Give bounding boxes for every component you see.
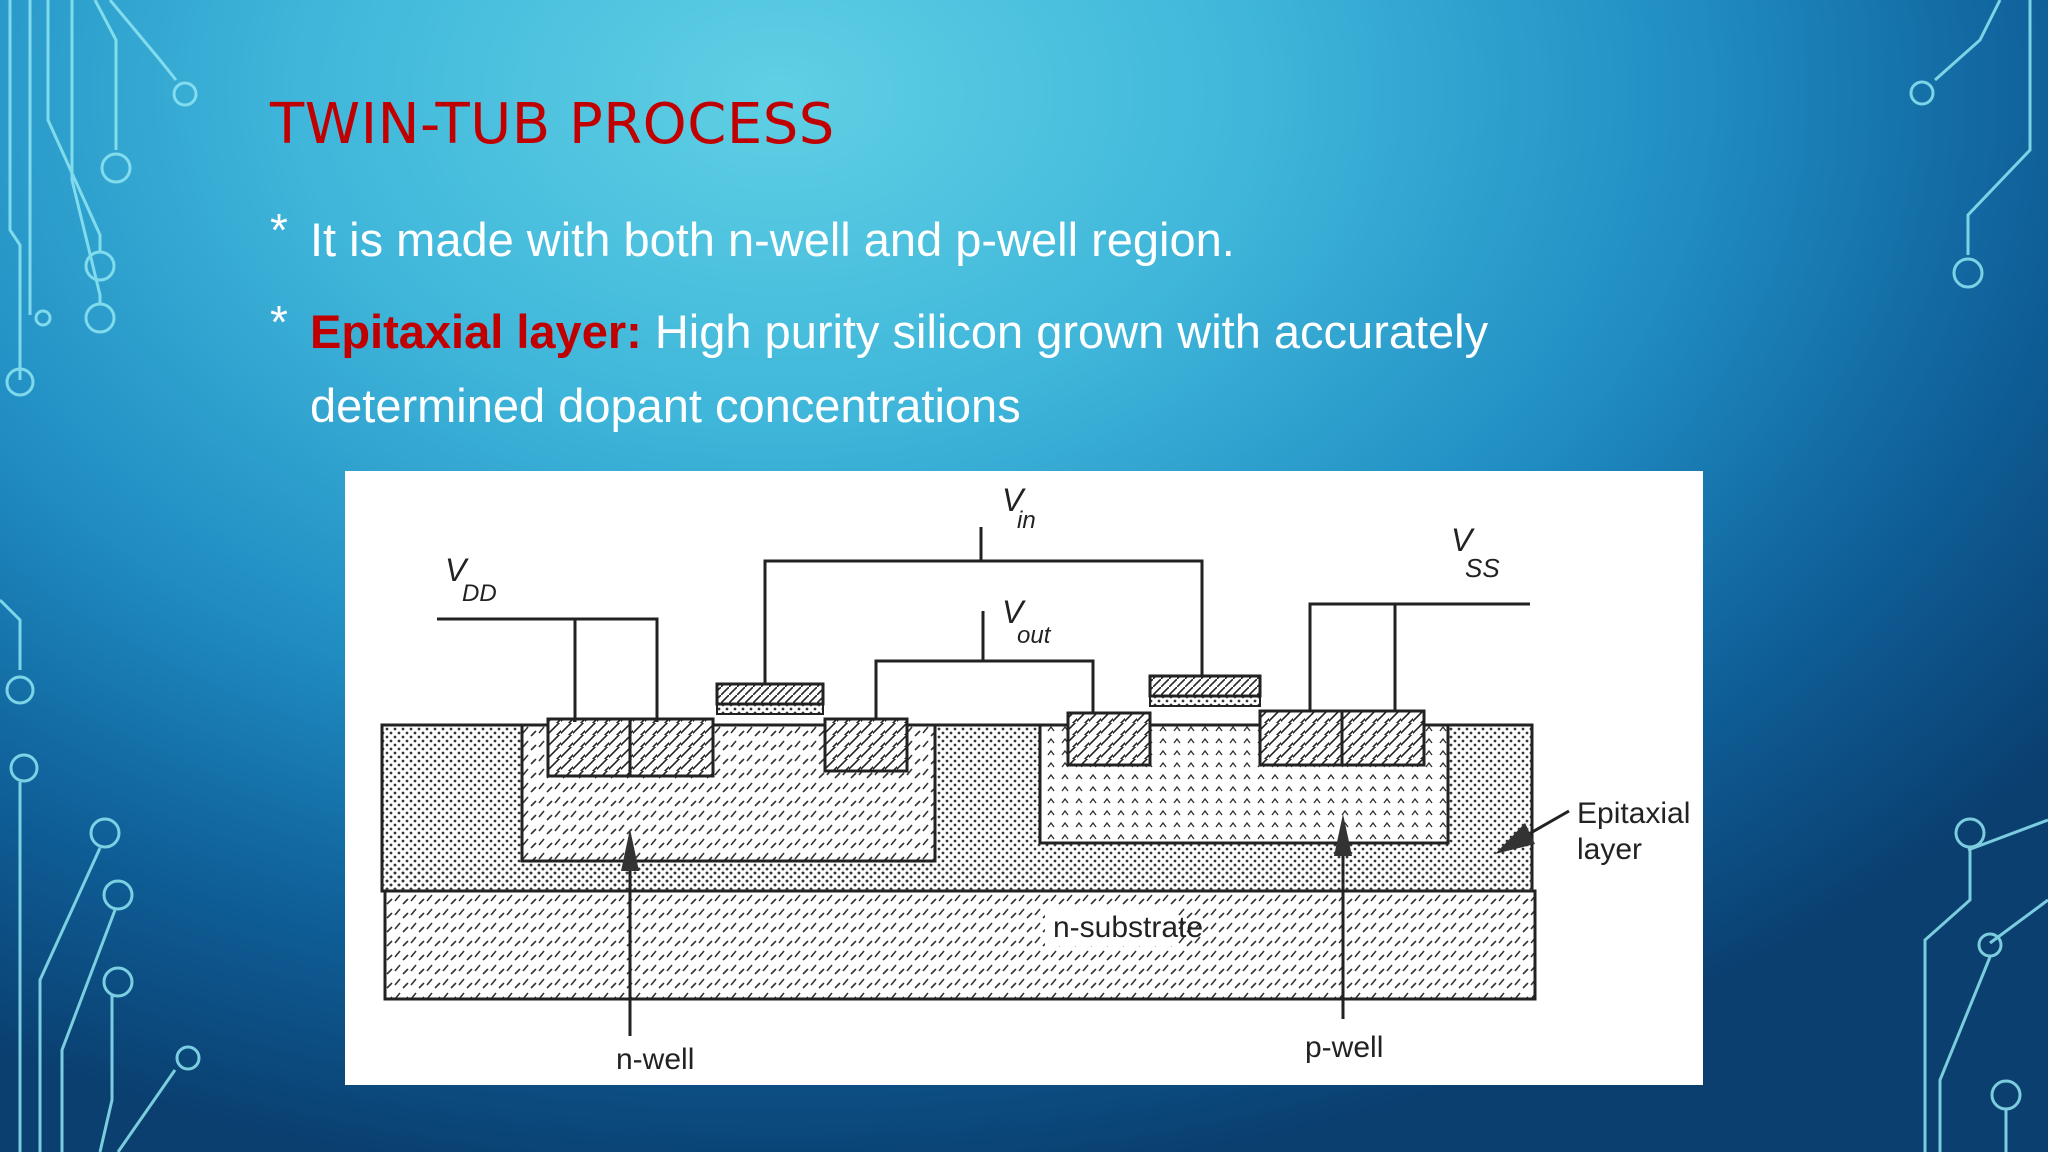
gates: [715, 674, 1262, 715]
bullet-definition: High purity silicon grown with accuratel…: [641, 305, 1489, 358]
bullet-marker: *: [270, 296, 288, 348]
bullet-marker: *: [270, 204, 288, 256]
vdd-subscript: DD: [462, 580, 497, 607]
diffusion-regions: [546, 709, 1426, 778]
slide-title: TWIN-TUB PROCESS: [270, 92, 835, 157]
vss-subscript: SS: [1465, 553, 1500, 583]
substrate-label: n-substrate: [1053, 911, 1203, 944]
bullet-term: Epitaxial layer:: [310, 305, 642, 358]
bullet-text-line-2: determined dopant concentrations: [310, 379, 1021, 432]
p-well-label: p-well: [1305, 1031, 1383, 1064]
epitaxial-label-line-1: Epitaxial: [1577, 797, 1690, 830]
vin-label: V: [1002, 482, 1026, 518]
vin-subscript: in: [1017, 507, 1036, 534]
substrate-layer: [383, 889, 1537, 1001]
vout-subscript: out: [1017, 622, 1052, 649]
wiring: [437, 527, 1530, 722]
vout-label: V: [1002, 594, 1026, 630]
bullet-text: It is made with both n-well and p-well r…: [310, 213, 1235, 266]
well-arrows: [621, 809, 1570, 1036]
twin-tub-diagram: V DD V in V out V SS Epitaxial layer n-s…: [345, 471, 1703, 1085]
bullet-text-line-1: Epitaxial layer: High purity silicon gro…: [310, 295, 1488, 369]
vss-label: V: [1451, 522, 1475, 558]
epitaxial-label-line-2: layer: [1577, 833, 1642, 866]
n-well-label: n-well: [616, 1043, 694, 1076]
diagram-labels: V DD V in V out V SS Epitaxial layer n-s…: [445, 482, 1690, 1076]
vdd-label: V: [445, 552, 469, 588]
